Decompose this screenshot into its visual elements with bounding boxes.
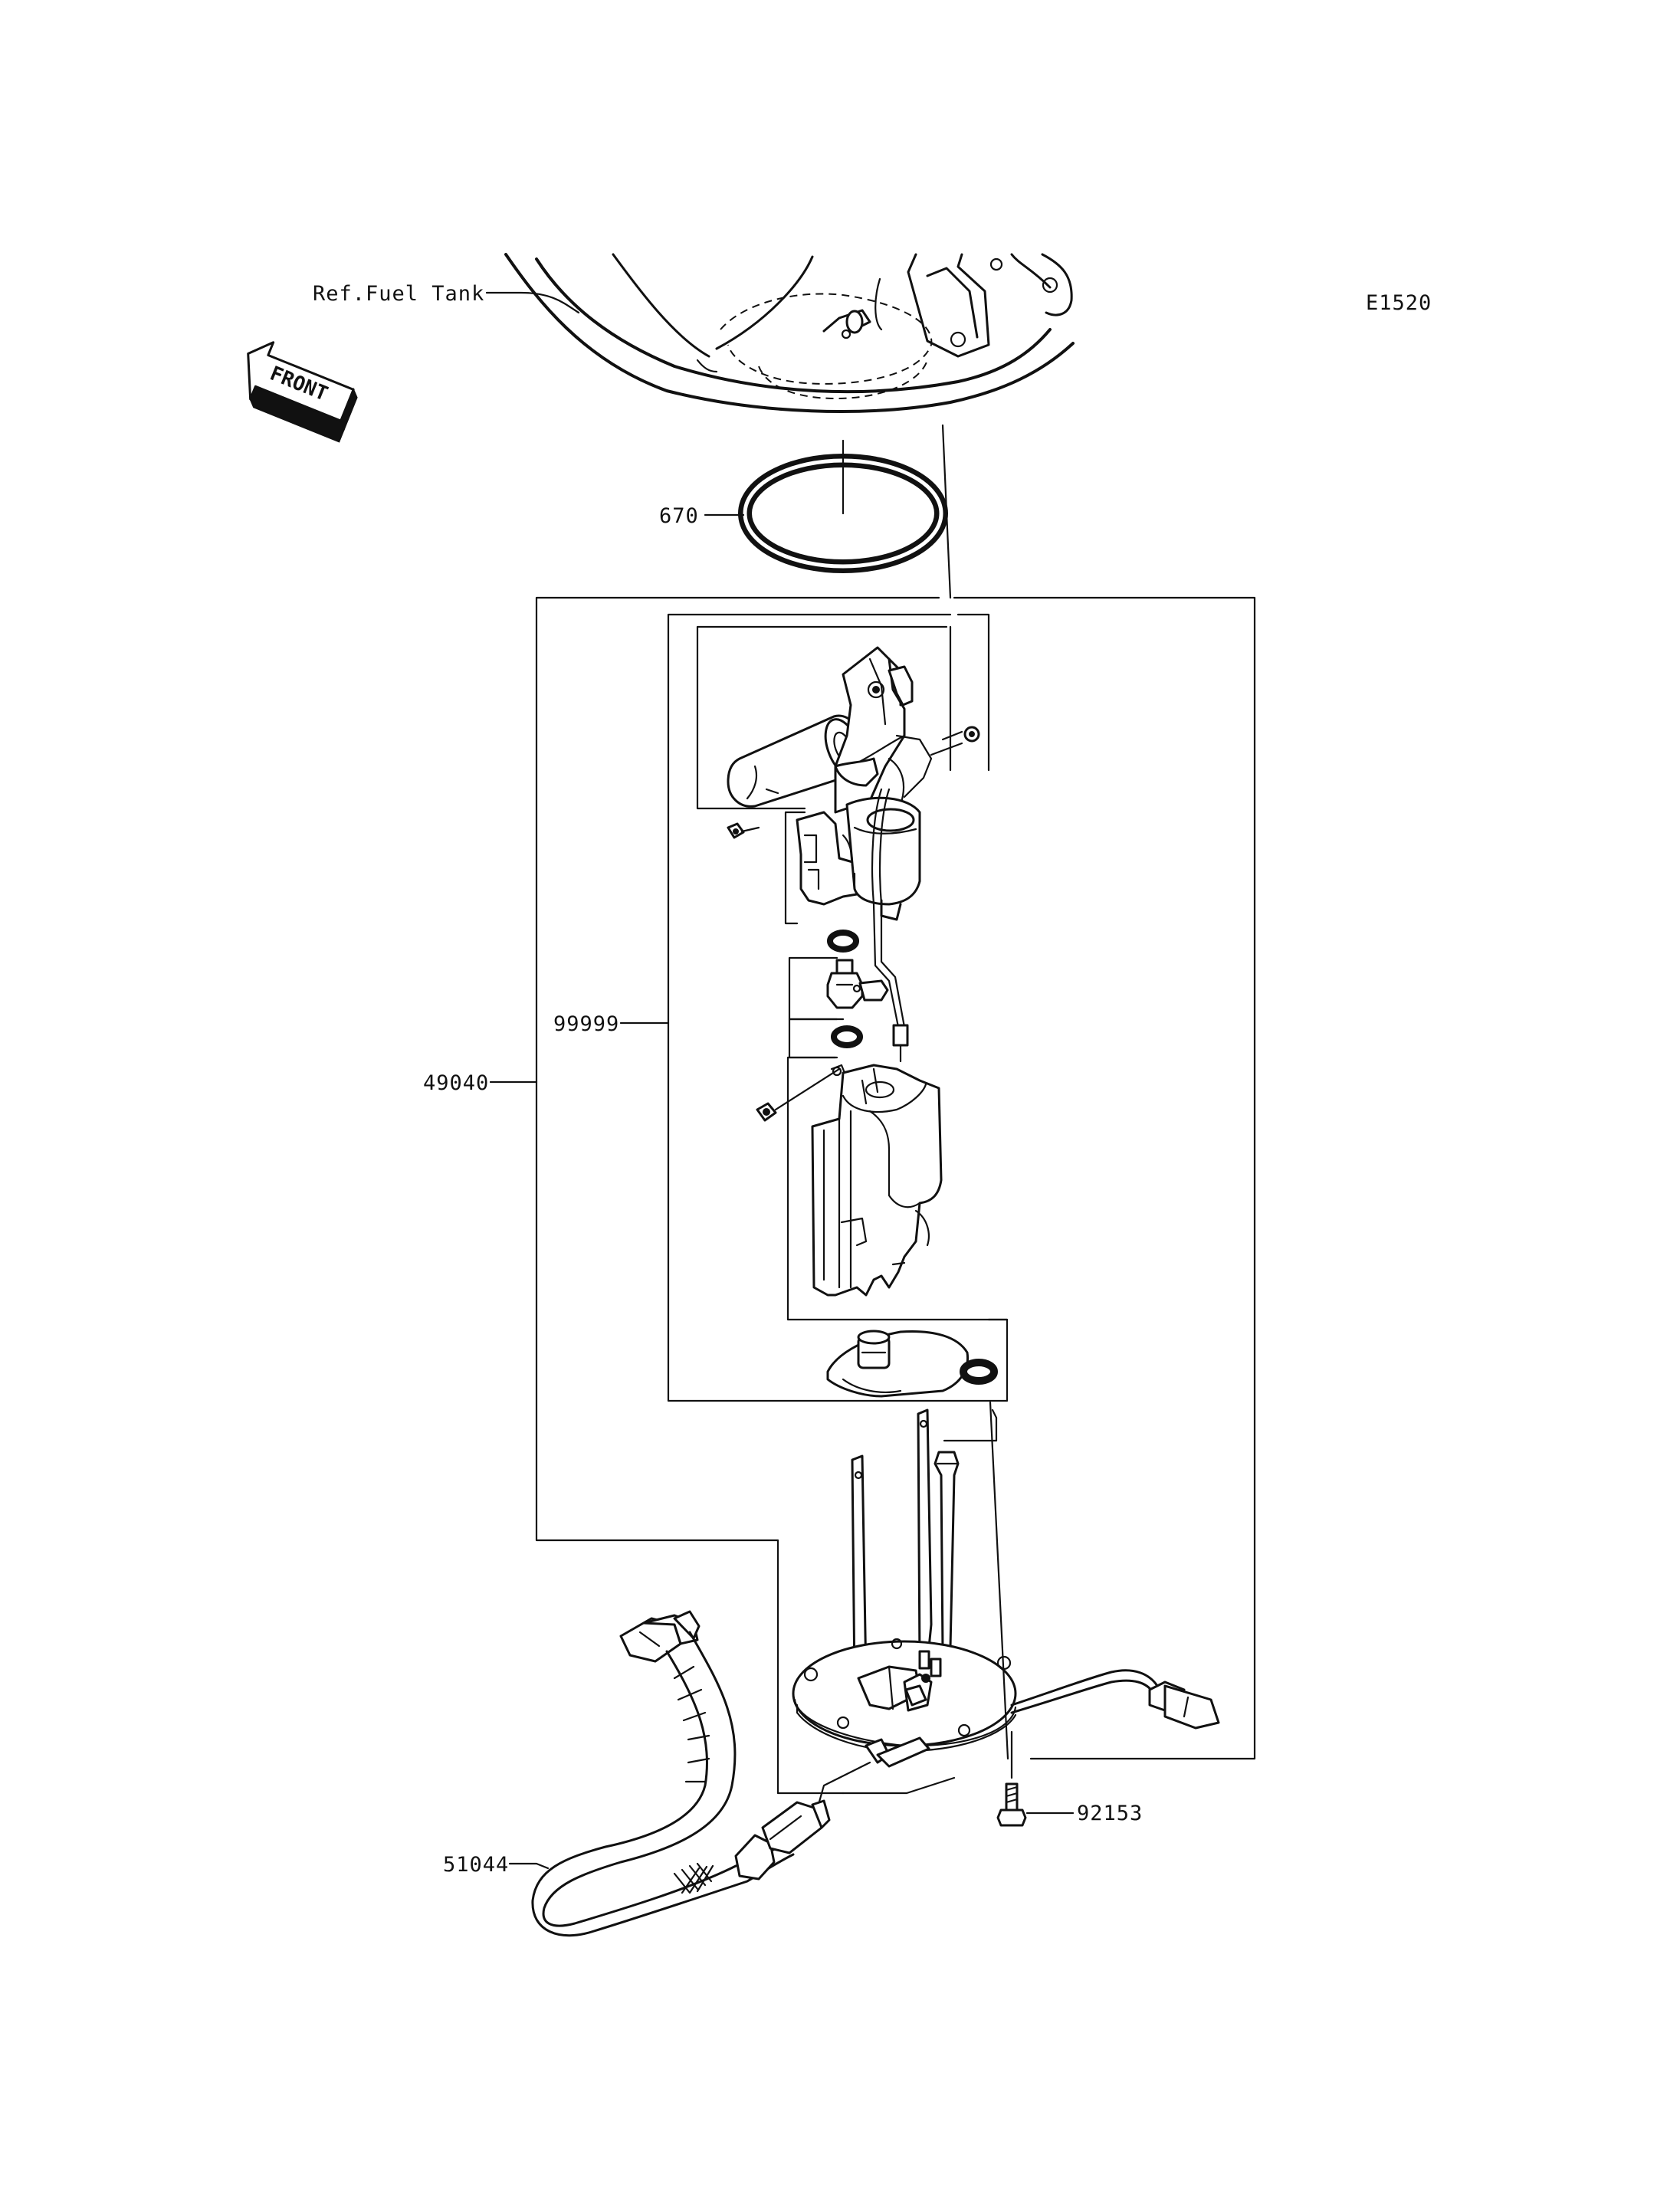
tank-centerline [941, 424, 952, 599]
fuel-hose-51044 [531, 1610, 831, 1937]
fuel-pump-body [811, 1064, 943, 1297]
wire-connector [892, 1024, 909, 1063]
pump-flange [792, 1408, 1017, 1768]
diagram-code: E1520 [1366, 291, 1432, 315]
ref-fuel-tank-label: Ref.Fuel Tank [313, 282, 484, 306]
sub-bracket-mid [788, 1018, 838, 1059]
part-label-670: 670 [659, 504, 699, 528]
pump-filter-base [826, 1330, 970, 1398]
small-o-ring-lower [831, 1025, 863, 1048]
screw-upper-left [727, 822, 760, 839]
pump-harness [1010, 1669, 1220, 1730]
washer [960, 1359, 998, 1385]
leader-51044 [508, 1862, 550, 1870]
bracket-49040-right [953, 596, 1256, 1760]
sub-bracket-top [696, 625, 948, 810]
screw-upper-right [941, 726, 980, 743]
screw-leader-right [930, 742, 963, 756]
pump-wire-b [878, 788, 906, 1028]
part-label-51044: 51044 [443, 1853, 509, 1877]
bolt-92153 [996, 1782, 1027, 1827]
plate-centerline [989, 1401, 1009, 1760]
fuel-tank-ref [504, 253, 1075, 413]
part-label-99999: 99999 [553, 1012, 619, 1036]
small-o-ring-upper [827, 930, 859, 953]
bracket-49040 [535, 596, 940, 1795]
bracket-99999-right [956, 613, 990, 772]
sub-bracket-cap [784, 811, 806, 925]
front-arrow-icon: FRONT [247, 341, 358, 443]
part-label-92153: 92153 [1077, 1802, 1143, 1825]
level-sender [834, 646, 933, 814]
hose-centerline-a [842, 1776, 956, 1795]
pump-wire-a [871, 788, 900, 1028]
part-label-49040: 49040 [423, 1071, 489, 1095]
sub-bracket-pump [786, 1056, 990, 1321]
pressure-regulator [826, 959, 889, 1009]
pump-screws [756, 1064, 846, 1122]
pump-bracket [796, 796, 921, 921]
